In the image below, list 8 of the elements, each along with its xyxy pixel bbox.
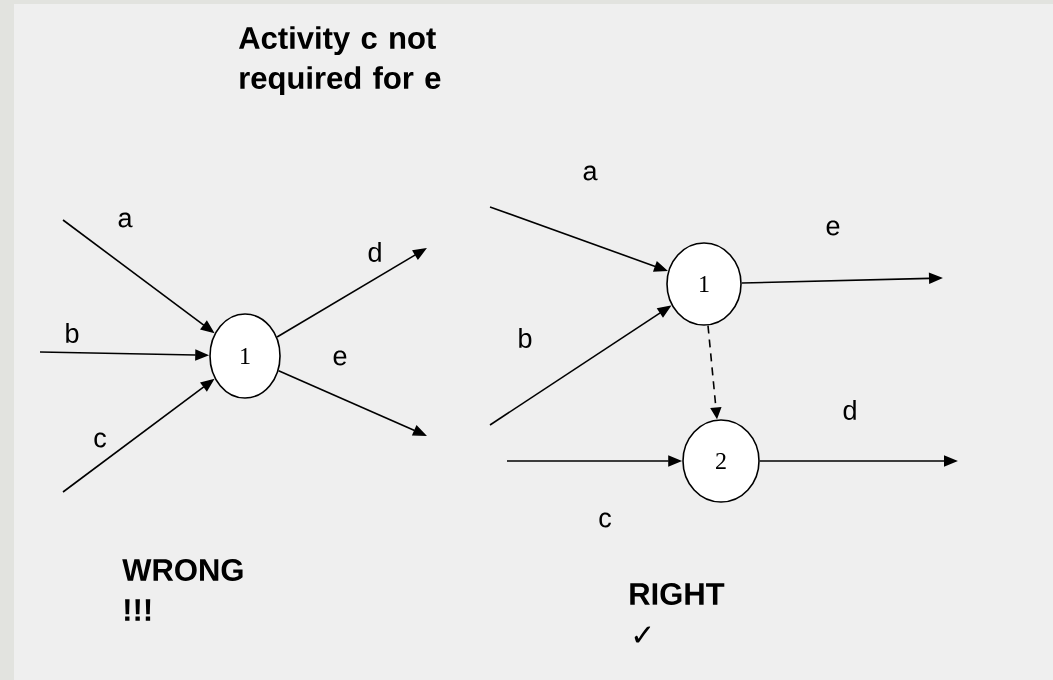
edge-label: b <box>516 327 534 349</box>
label: ✓ <box>634 626 651 643</box>
label: WRONG <box>122 559 243 581</box>
edge-label: d <box>366 241 384 263</box>
label: RIGHT <box>630 583 725 605</box>
label: !!! <box>125 599 151 621</box>
title: Activity c not required for e <box>239 26 441 96</box>
edge-label: d <box>841 399 859 421</box>
